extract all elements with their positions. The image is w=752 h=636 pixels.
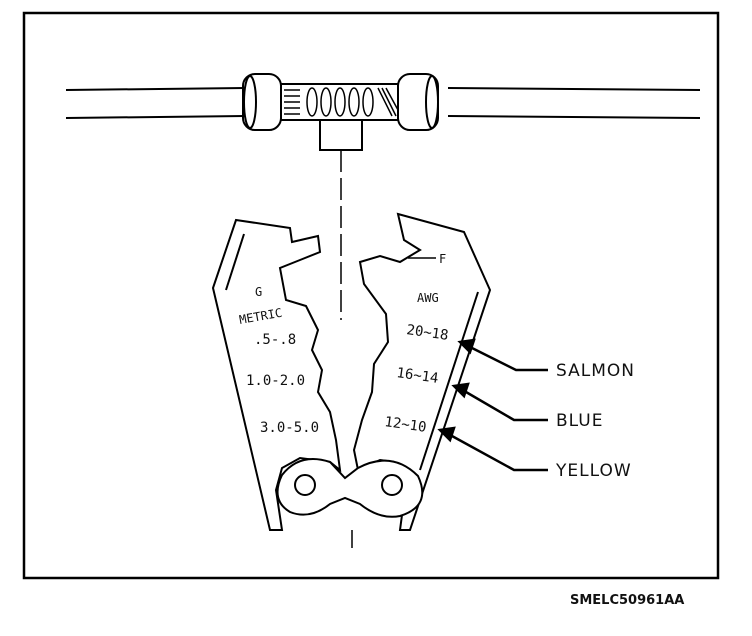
figure-frame	[22, 11, 720, 580]
wire-and-connector	[65, 73, 701, 320]
metric-size-2: 1.0-2.0	[246, 373, 305, 389]
callout-salmon: SALMON	[556, 361, 635, 381]
awg-size-2: 16~14	[395, 365, 439, 387]
figure-reference-code: SMELC50961AA	[570, 593, 684, 608]
jaw-label-g: G	[255, 285, 262, 299]
crimp-tool-body	[211, 212, 492, 548]
callout-blue: BLUE	[556, 411, 603, 431]
metric-size-1: .5-.8	[254, 332, 296, 348]
jaw-label-f: F	[439, 252, 446, 266]
callout-leaders	[408, 257, 548, 472]
callout-yellow: YELLOW	[555, 461, 632, 481]
awg-heading: AWG	[417, 291, 439, 305]
metric-size-3: 3.0-5.0	[260, 420, 319, 436]
awg-size-3: 12~10	[383, 414, 427, 436]
awg-size-1: 20~18	[405, 322, 449, 344]
